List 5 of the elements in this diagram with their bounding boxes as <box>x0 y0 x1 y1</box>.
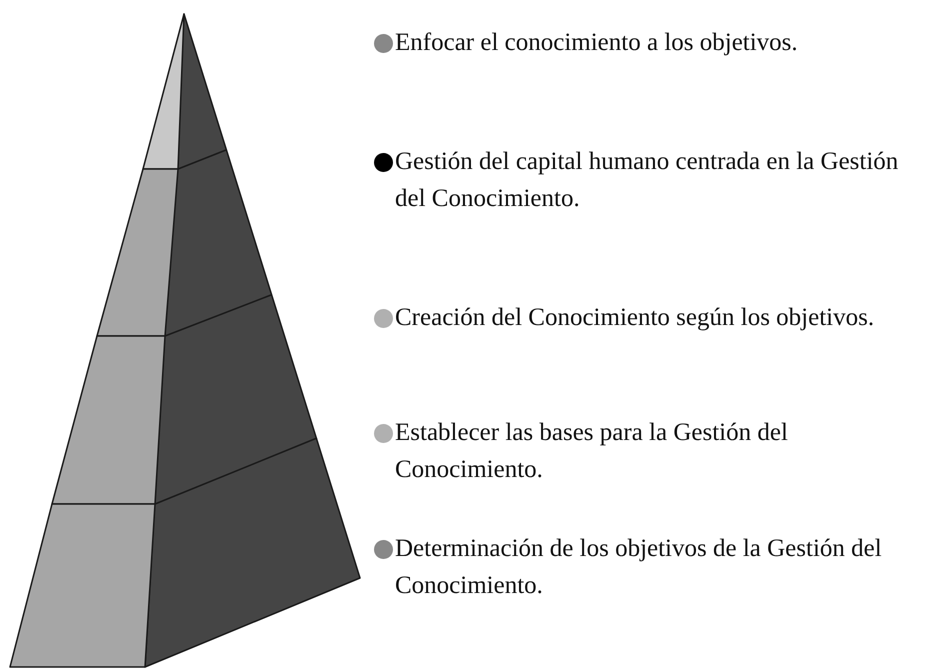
list-item: Creación del Conocimiento según los objetivos. <box>395 303 876 333</box>
list-item: Establecer las bases para la Gestión del Conocimiento. <box>395 418 789 485</box>
list-item: Determinación de los objetivos de la Gestión del Conocimiento. <box>395 534 883 601</box>
list-item: Enfocar el conocimiento a los objetivos. <box>395 28 799 58</box>
list-item: Gestión del capital humano centrada en la Gestión del Conocimiento. <box>395 147 900 214</box>
